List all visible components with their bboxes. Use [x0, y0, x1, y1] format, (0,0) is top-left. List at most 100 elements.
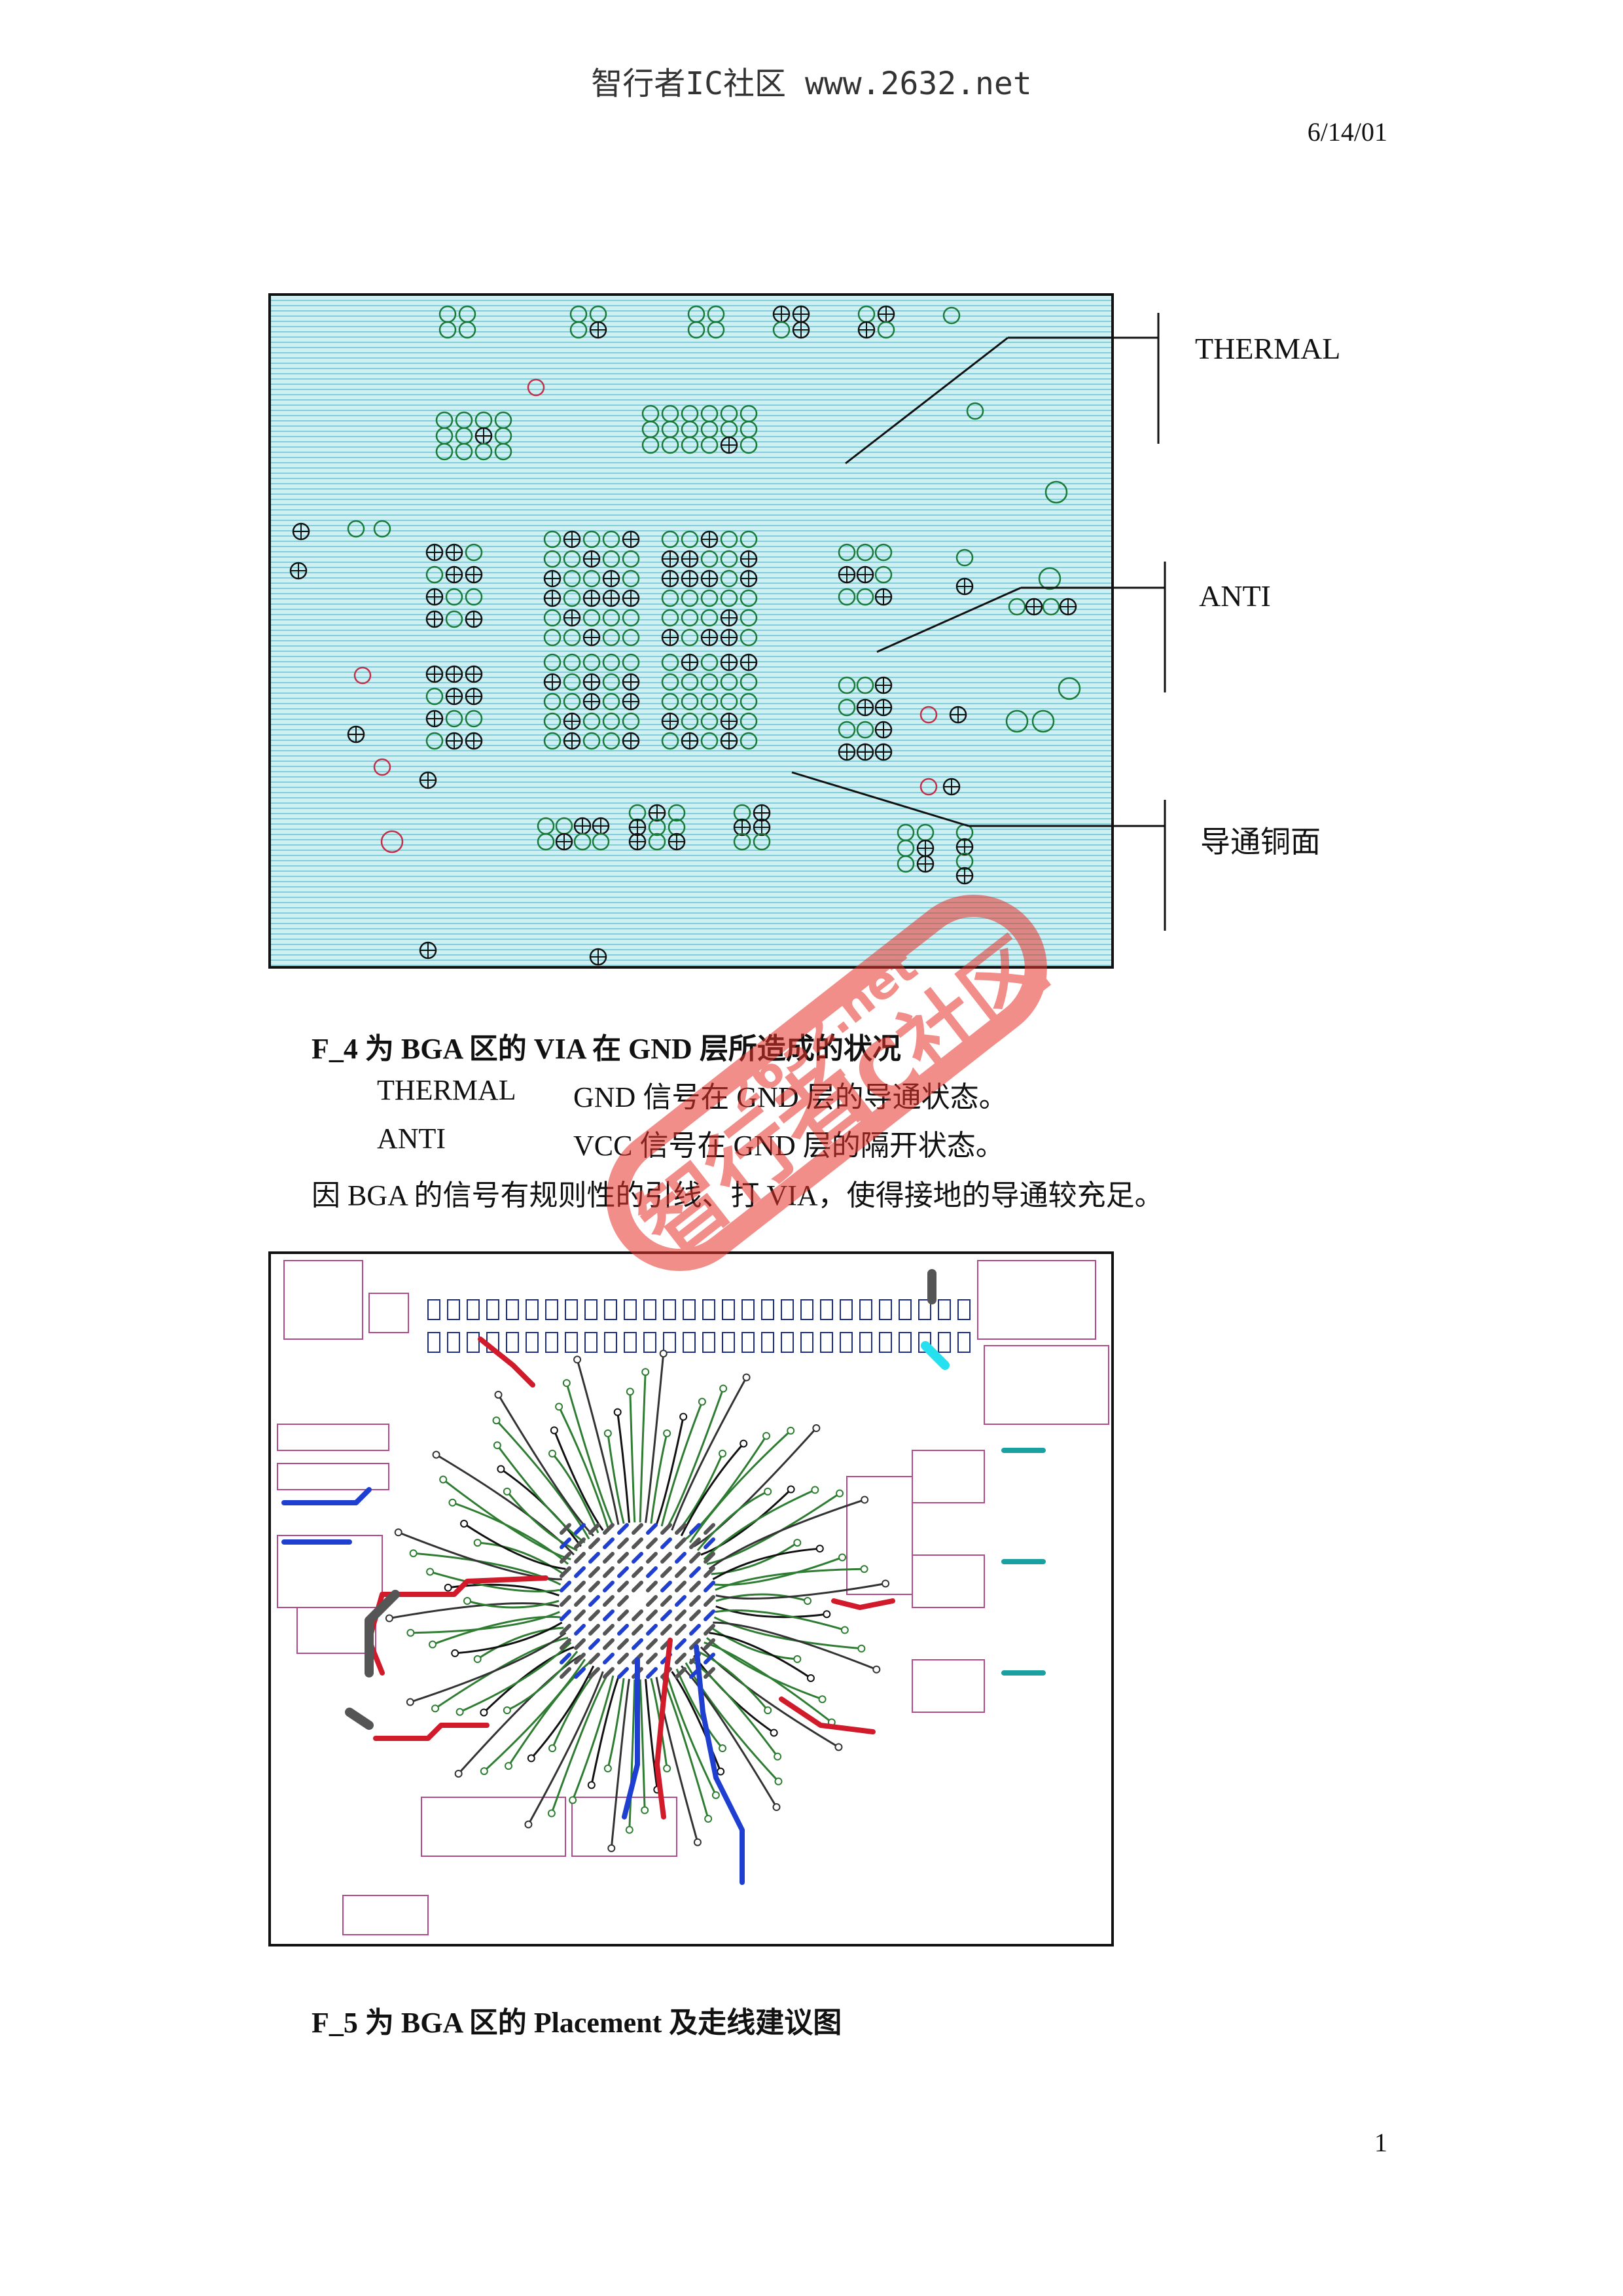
connector-pad — [604, 1332, 617, 1353]
bga-dogbone — [646, 1566, 658, 1578]
fanout-via — [857, 1644, 866, 1653]
fanout-trace — [455, 1621, 563, 1655]
bga-dogbone — [660, 1537, 672, 1549]
anti-via — [474, 442, 493, 461]
connector-pad — [486, 1299, 499, 1320]
connector-pad — [604, 1299, 617, 1320]
bga-dogbone — [689, 1581, 701, 1592]
bga-dogbone — [646, 1537, 658, 1549]
bga-dogbone — [660, 1581, 672, 1592]
bga-dogbone — [574, 1595, 586, 1607]
anti-via — [445, 588, 463, 606]
component-outline — [571, 1797, 677, 1857]
fanout-trace — [710, 1626, 798, 1660]
anti-via — [445, 709, 463, 728]
connector-pad — [800, 1332, 813, 1353]
page-header: 智行者IC社区 www.2632.net — [591, 65, 1032, 102]
bga-dogbone — [704, 1653, 715, 1664]
fanout-trace — [476, 1626, 564, 1660]
connector-pad — [526, 1332, 539, 1353]
anti-via — [661, 589, 679, 607]
anti-via — [582, 569, 601, 588]
fanout-trace — [700, 1488, 792, 1556]
fanout-via — [764, 1487, 772, 1496]
anti-via — [582, 712, 601, 730]
bga-dogbone — [560, 1552, 571, 1564]
fanout-via — [493, 1441, 501, 1450]
fanout-via — [711, 1791, 720, 1799]
anti-via — [897, 855, 915, 873]
bga-dogbone — [646, 1667, 658, 1679]
bga-dogbone — [675, 1609, 687, 1621]
anti-via — [700, 673, 719, 691]
anti-via — [661, 609, 679, 627]
fanout-trace — [715, 1609, 846, 1631]
bga-dogbone — [632, 1638, 643, 1650]
connector-pad — [702, 1332, 715, 1353]
anti-via — [563, 673, 581, 691]
connector-pad — [918, 1332, 931, 1353]
fanout-via — [431, 1704, 439, 1713]
anti-via — [563, 692, 581, 711]
fanout-via — [428, 1640, 437, 1649]
bga-dogbone — [632, 1609, 643, 1621]
bga-dogbone — [588, 1667, 600, 1679]
anti-via — [438, 321, 457, 339]
bga-dogbone — [646, 1638, 658, 1650]
anti-via — [543, 609, 562, 627]
fanout-via — [454, 1769, 463, 1778]
bga-dogbone — [675, 1653, 687, 1664]
fanout-trace — [655, 1677, 699, 1843]
fanout-via — [550, 1426, 558, 1435]
fanout-trace — [452, 1501, 569, 1565]
fanout-via — [774, 1777, 783, 1785]
connector-pad — [427, 1332, 440, 1353]
fanout-via — [663, 1765, 671, 1773]
anti-via — [602, 712, 620, 730]
fanout-via — [555, 1403, 563, 1411]
component-outline — [912, 1659, 985, 1713]
fanout-trace — [442, 1479, 571, 1560]
fanout-via — [770, 1729, 778, 1737]
bga-dogbone — [646, 1595, 658, 1607]
bga-dogbone — [704, 1581, 715, 1592]
bga-dogbone — [588, 1595, 600, 1607]
bga-dogbone — [632, 1523, 643, 1535]
fanout-trace — [576, 1359, 620, 1525]
anti-via — [707, 321, 725, 339]
fanout-via — [451, 1649, 459, 1657]
anti-via — [681, 530, 699, 548]
anti-via — [602, 628, 620, 647]
fanout-via — [772, 1803, 781, 1812]
anti-via — [740, 436, 758, 454]
bga-dogbone — [588, 1552, 600, 1564]
fanout-via — [787, 1426, 795, 1435]
fanout-via — [740, 1439, 748, 1448]
bga-dogbone — [603, 1609, 615, 1621]
figure2-caption: F_5 为 BGA 区的 Placement 及走线建议图 — [312, 2007, 842, 2039]
fanout-trace — [639, 1679, 646, 1810]
fanout-via — [406, 1698, 414, 1706]
anti-via — [537, 833, 555, 851]
fanout-trace — [467, 1600, 560, 1609]
anti-via — [543, 692, 562, 711]
bga-dogbone — [617, 1552, 629, 1564]
anti-via — [1031, 709, 1055, 733]
anti-via — [661, 436, 679, 454]
anti-via — [955, 548, 974, 567]
connector-pad — [899, 1332, 912, 1353]
fanout-trace — [675, 1668, 724, 1749]
anti-via — [622, 609, 640, 627]
fanout-trace — [483, 1646, 575, 1713]
fanout-via — [569, 1796, 577, 1804]
power-trace — [365, 1590, 400, 1677]
anti-via — [700, 550, 719, 568]
anti-via — [465, 709, 483, 728]
fanout-via — [385, 1614, 393, 1623]
fanout-via — [861, 1496, 869, 1504]
anti-via — [740, 628, 758, 647]
bga-dogbone — [704, 1537, 715, 1549]
term-thermal: THERMAL — [377, 1074, 516, 1106]
bga-dogbone — [560, 1638, 571, 1650]
connector-pad — [879, 1332, 892, 1353]
